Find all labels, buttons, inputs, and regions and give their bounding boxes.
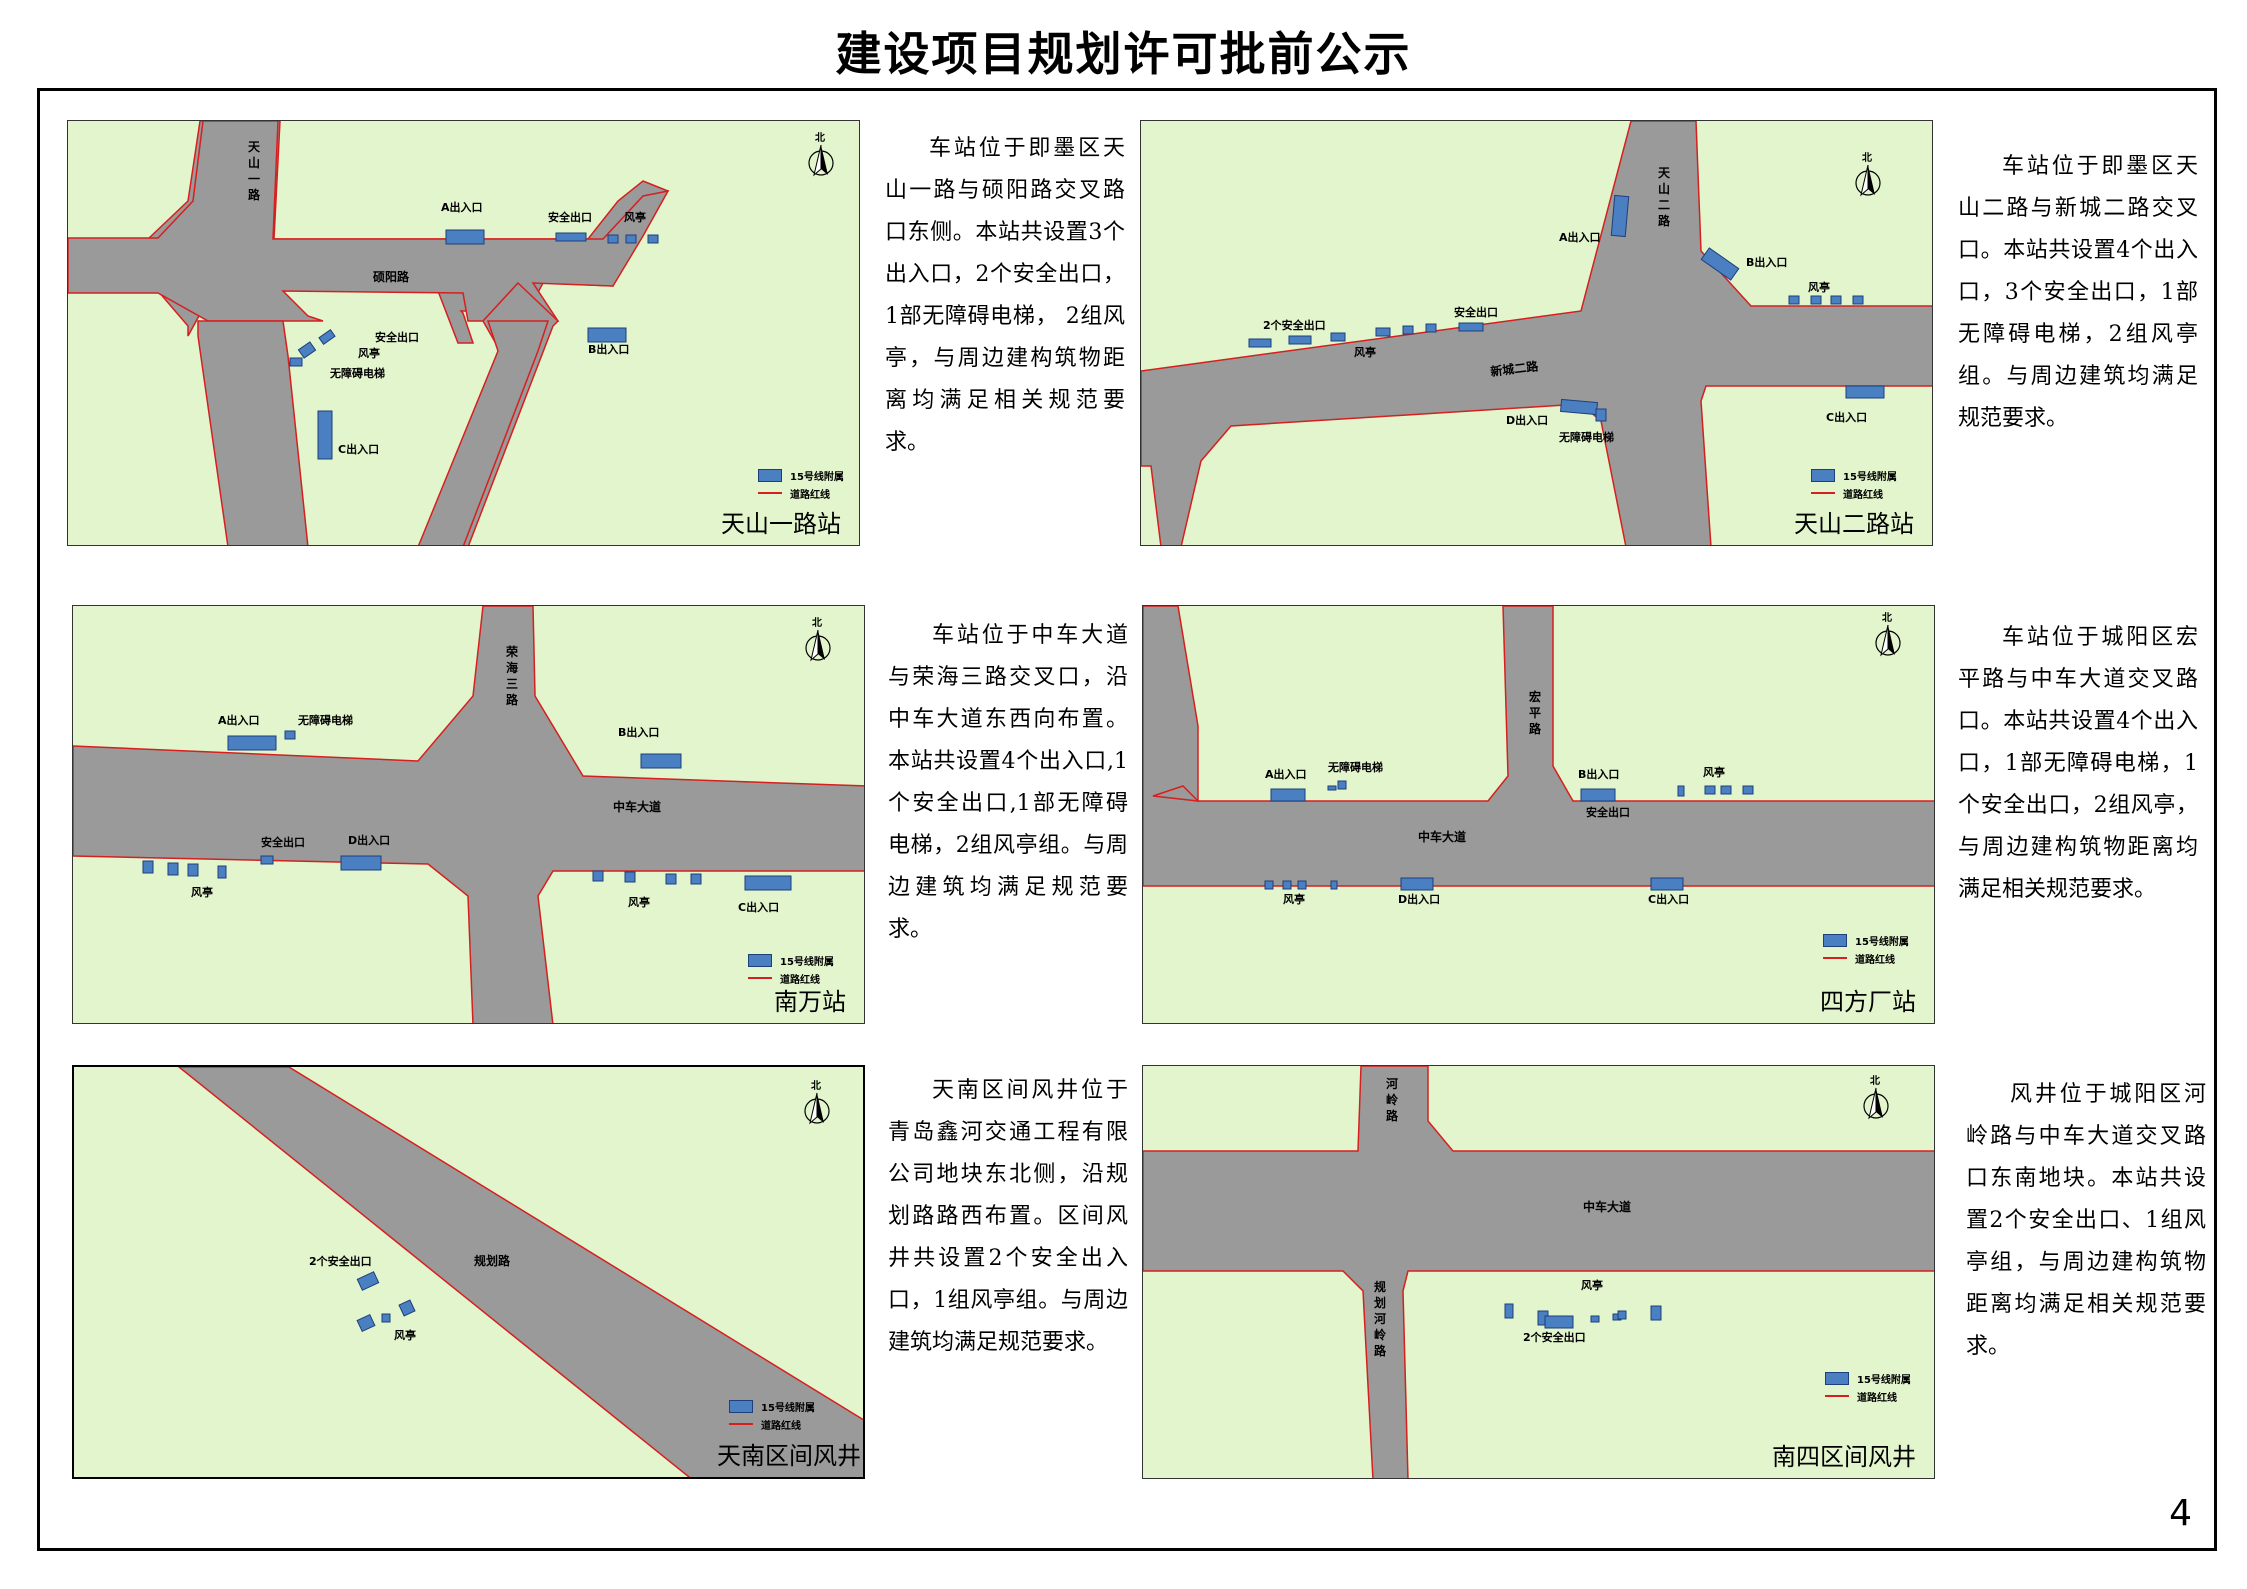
map-panel-3: 荣海三路 中车大道 A出入口 无障碍电梯 B出入口 安全出口 D出入口 风亭 风… (72, 605, 865, 1024)
svg-text:无障碍电梯: 无障碍电梯 (297, 713, 353, 727)
svg-text:北: 北 (815, 131, 825, 144)
svg-text:2个安全出口: 2个安全出口 (1523, 1330, 1586, 1344)
svg-text:中车大道: 中车大道 (1583, 1199, 1631, 1214)
svg-text:A出入口: A出入口 (441, 200, 483, 214)
road-label-shuoyang: 硕阳路 (373, 269, 410, 284)
description-2: 车站位于即墨区天山二路与新城二路交叉口。本站共设置4个出入口，3个安全出口，1部… (1958, 154, 2198, 431)
svg-text:北: 北 (1870, 1074, 1880, 1087)
north-arrow-icon: 北 (1861, 1074, 1891, 1124)
north-arrow-icon: 北 (802, 1079, 832, 1129)
description-1: 车站位于即墨区天山一路与硕阳路交叉路口东侧。本站共设置3个出入口，2个安全出口，… (885, 136, 1125, 455)
svg-text:风亭: 风亭 (624, 210, 646, 224)
description-6: 风井位于城阳区河岭路与中车大道交叉路口东南地块。本站共设置2个安全出口、1组风亭… (1966, 1082, 2206, 1359)
legend-6: 15号线附属 道路红线 (1825, 1369, 1911, 1405)
svg-text:风亭: 风亭 (1703, 765, 1725, 779)
svg-text:风亭: 风亭 (628, 895, 650, 909)
description-4: 车站位于城阳区宏平路与中车大道交叉路口。本站共设置4个出入口，1部无障碍电梯，1… (1958, 625, 2198, 902)
svg-text:安全出口: 安全出口 (261, 835, 305, 849)
svg-text:风亭: 风亭 (1354, 345, 1376, 359)
svg-text:A出入口: A出入口 (1559, 230, 1601, 244)
north-arrow-icon: 北 (1853, 151, 1883, 201)
page-frame (37, 88, 2217, 1551)
svg-text:D出入口: D出入口 (1398, 892, 1440, 906)
station-name-5: 天南区间风井 (717, 1442, 861, 1470)
svg-text:B出入口: B出入口 (588, 342, 629, 356)
svg-text:A出入口: A出入口 (218, 713, 260, 727)
station-name-3: 南万站 (774, 988, 846, 1016)
north-arrow-icon: 北 (806, 131, 836, 181)
svg-text:无障碍电梯: 无障碍电梯 (1327, 760, 1383, 774)
station-name-6: 南四区间风井 (1772, 1443, 1916, 1471)
svg-text:风亭: 风亭 (191, 885, 213, 899)
svg-text:D出入口: D出入口 (348, 833, 390, 847)
svg-text:风亭: 风亭 (1581, 1278, 1603, 1292)
legend-3: 15号线附属 道路红线 (748, 951, 834, 987)
map-1-drawing: 天山一路 硕阳路 A出入口 安全出口 风亭 B出入口 安全出口 风亭 无障碍电梯… (68, 121, 670, 545)
svg-text:规划路: 规划路 (474, 1253, 511, 1268)
svg-text:规划河岭路: 规划河岭路 (1373, 1279, 1387, 1358)
svg-text:D出入口: D出入口 (1506, 413, 1548, 427)
north-arrow-icon: 北 (803, 616, 833, 666)
svg-text:新城二路: 新城二路 (1490, 358, 1540, 379)
legend-2: 15号线附属 道路红线 (1811, 466, 1897, 502)
svg-text:无障碍电梯: 无障碍电梯 (1558, 430, 1614, 444)
legend-4: 15号线附属 道路红线 (1823, 931, 1909, 967)
road-label-tianshan1: 天山一路 (248, 140, 261, 202)
svg-text:2个安全出口: 2个安全出口 (309, 1254, 372, 1268)
svg-text:安全出口: 安全出口 (1586, 805, 1630, 819)
svg-text:C出入口: C出入口 (338, 442, 379, 456)
map-panel-6: 河岭路 中车大道 规划河岭路 风亭 2个安全出口 北 15号线附属 道路红线 南… (1142, 1065, 1935, 1479)
svg-text:北: 北 (811, 1079, 821, 1092)
svg-text:风亭: 风亭 (1283, 892, 1305, 906)
page-number: 4 (2169, 1493, 2192, 1534)
svg-text:风亭: 风亭 (358, 346, 380, 360)
svg-text:荣海三路: 荣海三路 (505, 644, 519, 707)
legend-1: 15号线附属 道路红线 (758, 466, 844, 502)
map-panel-2: 天山二路 新城二路 A出入口 B出入口 风亭 2个安全出口 安全出口 风亭 D出… (1140, 120, 1933, 546)
station-name-1: 天山一路站 (721, 510, 841, 538)
svg-text:B出入口: B出入口 (618, 725, 659, 739)
map-panel-5: 规划路 2个安全出口 风亭 北 15号线附属 道路红线 天南区间风井 (72, 1065, 865, 1479)
description-3: 车站位于中车大道与荣海三路交叉口，沿中车大道东西向布置。本站共设置4个出入口,1… (888, 623, 1128, 942)
description-5: 天南区间风井位于青岛鑫河交通工程有限公司地块东北侧，沿规划路路西布置。区间风井共… (888, 1078, 1128, 1355)
svg-text:宏平路: 宏平路 (1529, 689, 1542, 736)
svg-text:C出入口: C出入口 (1826, 410, 1867, 424)
svg-text:中车大道: 中车大道 (613, 799, 661, 814)
svg-text:2个安全出口: 2个安全出口 (1263, 318, 1326, 332)
map-panel-1: 天山一路 硕阳路 A出入口 安全出口 风亭 B出入口 安全出口 风亭 无障碍电梯… (67, 120, 860, 546)
svg-text:无障碍电梯: 无障碍电梯 (329, 366, 385, 380)
svg-text:北: 北 (1862, 151, 1872, 164)
svg-text:风亭: 风亭 (394, 1328, 416, 1342)
svg-text:安全出口: 安全出口 (1454, 305, 1498, 319)
svg-text:风亭: 风亭 (1808, 280, 1830, 294)
svg-text:A出入口: A出入口 (1265, 767, 1307, 781)
north-arrow-icon: 北 (1873, 611, 1903, 661)
legend-5: 15号线附属 道路红线 (729, 1397, 815, 1433)
svg-text:中车大道: 中车大道 (1418, 829, 1466, 844)
svg-text:北: 北 (1882, 611, 1892, 624)
station-name-2: 天山二路站 (1794, 510, 1914, 538)
svg-text:B出入口: B出入口 (1746, 255, 1787, 269)
svg-text:安全出口: 安全出口 (548, 210, 592, 224)
station-name-4: 四方厂站 (1820, 988, 1916, 1016)
svg-text:天山二路: 天山二路 (1658, 166, 1671, 228)
svg-text:C出入口: C出入口 (1648, 892, 1689, 906)
svg-text:C出入口: C出入口 (738, 900, 779, 914)
svg-text:B出入口: B出入口 (1578, 767, 1619, 781)
map-panel-4: 宏平路 中车大道 A出入口 无障碍电梯 B出入口 安全出口 风亭 风亭 D出入口… (1142, 605, 1935, 1024)
page-title: 建设项目规划许可批前公示 (835, 27, 1412, 81)
svg-text:安全出口: 安全出口 (375, 330, 419, 344)
svg-text:北: 北 (812, 616, 822, 629)
svg-text:河岭路: 河岭路 (1385, 1076, 1399, 1123)
